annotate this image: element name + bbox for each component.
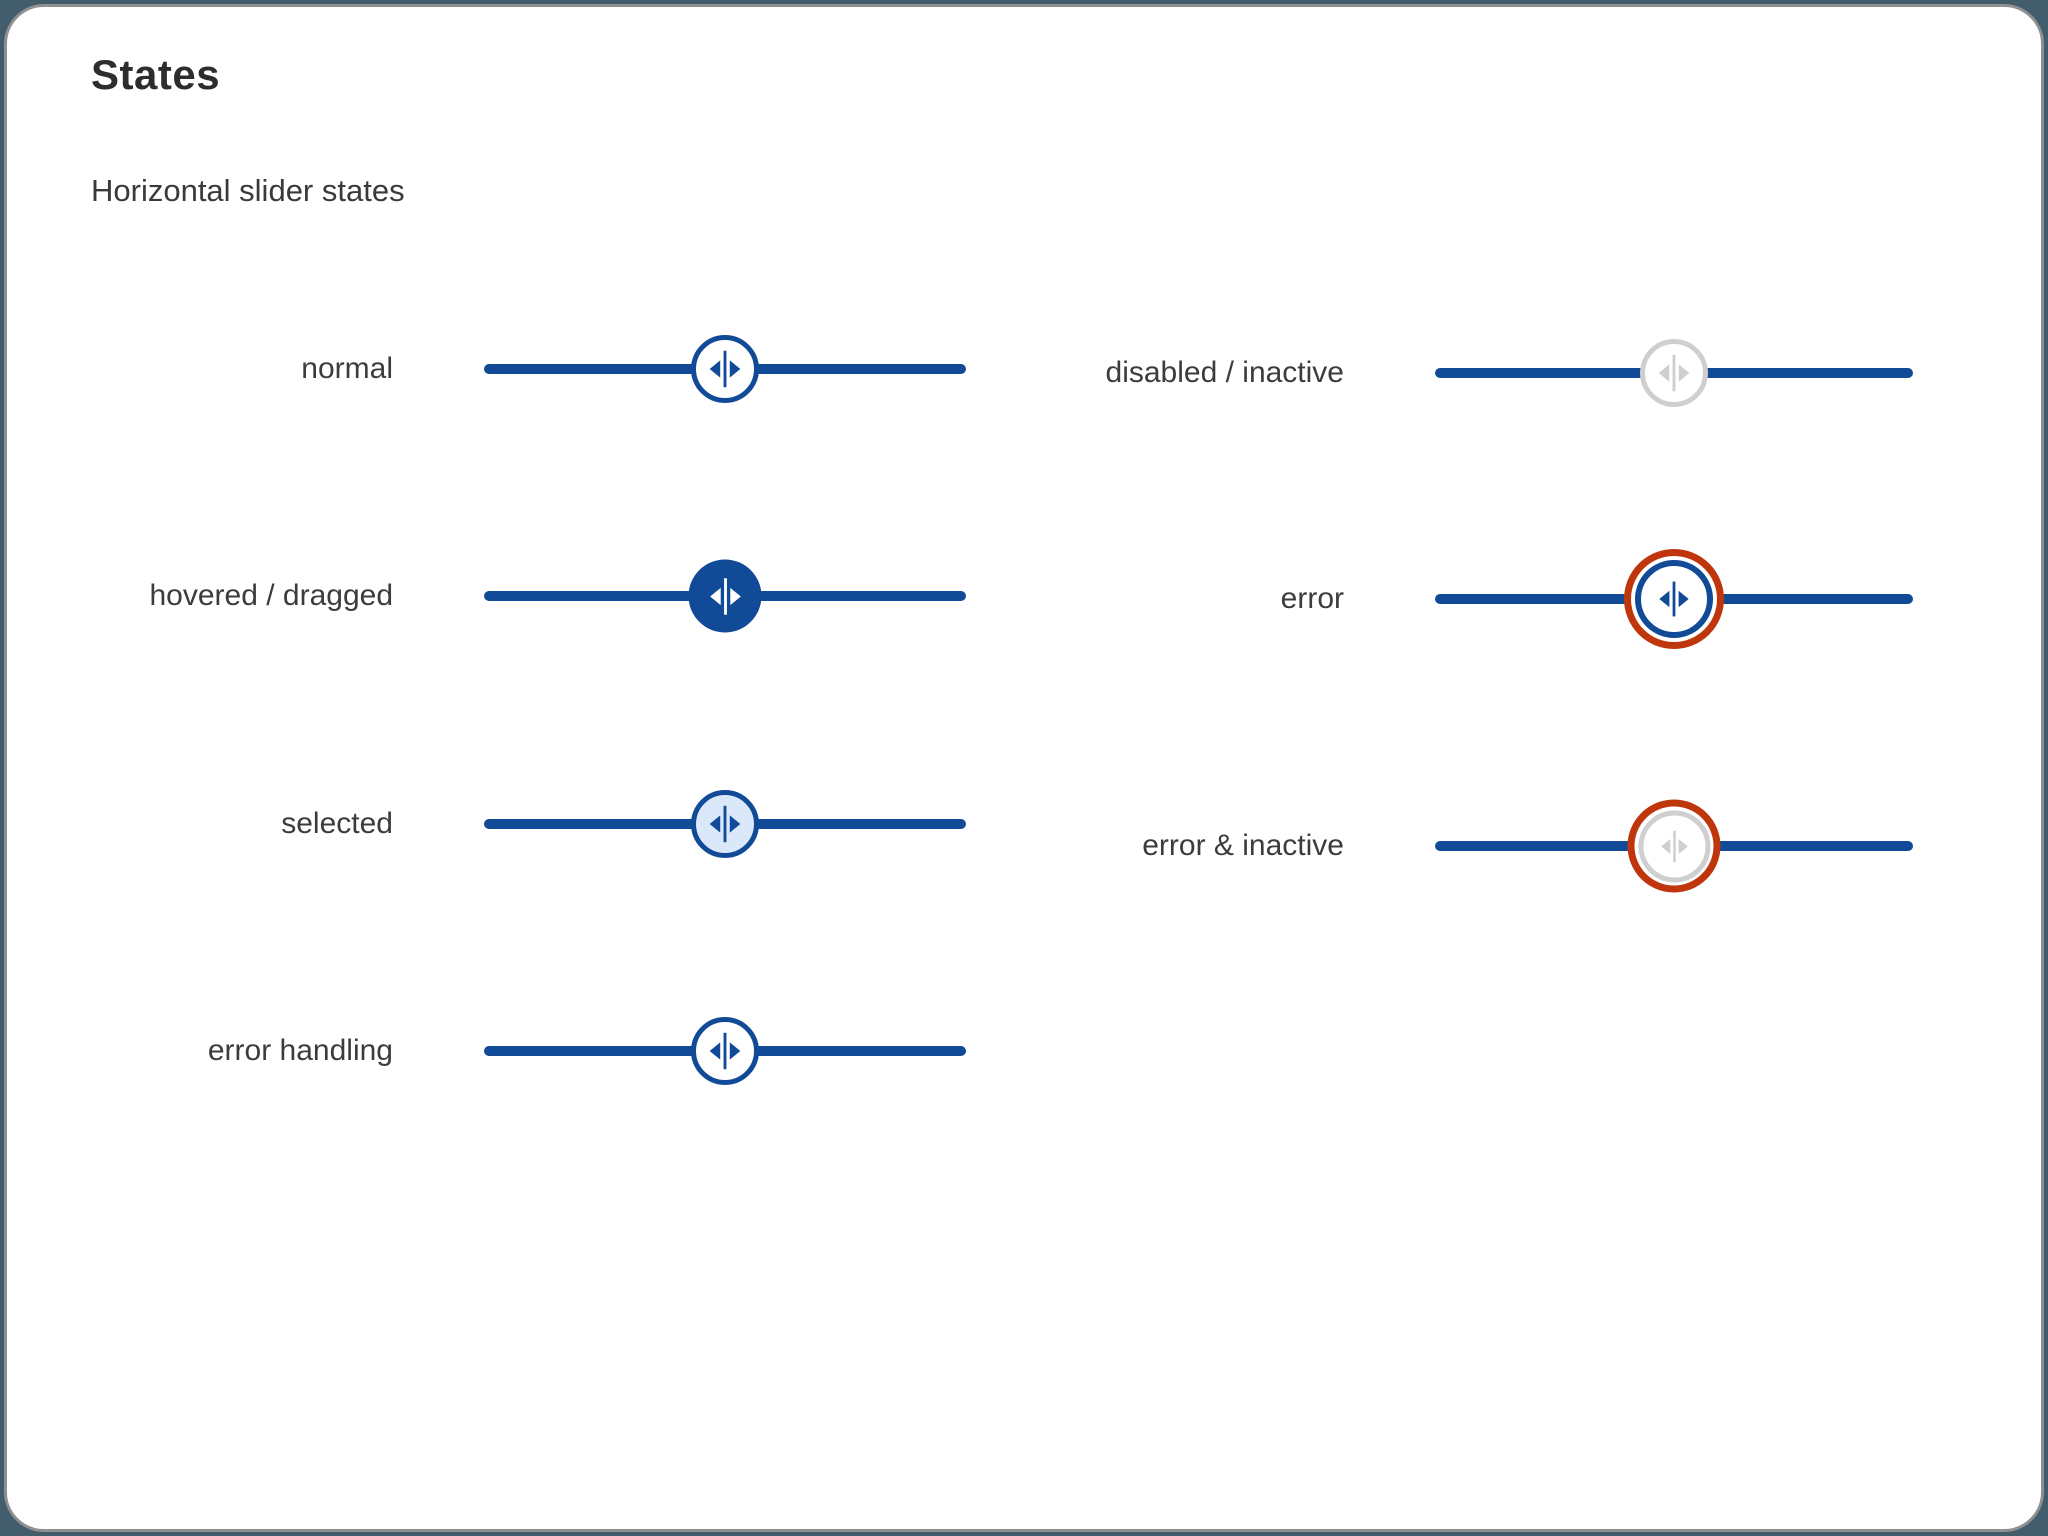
slider-error[interactable] (1435, 544, 1913, 654)
slider-handle[interactable] (691, 1017, 759, 1085)
slider-error-inactive (1435, 791, 1913, 901)
slider-label: error & inactive (1142, 829, 1344, 862)
slider-label: selected (281, 807, 393, 840)
slider-label: error handling (207, 1034, 393, 1067)
slider-label: hovered / dragged (149, 579, 393, 612)
slider-handle[interactable] (1624, 549, 1724, 649)
slider-selected[interactable] (484, 769, 966, 879)
slider-handle (1640, 339, 1708, 407)
horizontal-drag-icon (709, 805, 741, 843)
horizontal-drag-icon (1658, 354, 1690, 392)
slider-handle-inner-ring (1635, 560, 1713, 638)
states-card: States Horizontal slider states normal h… (4, 4, 2044, 1532)
slider-row-normal: normal (91, 314, 966, 424)
slider-label: normal (301, 352, 393, 385)
horizontal-drag-icon (709, 350, 741, 388)
slider-disabled (1435, 318, 1913, 428)
horizontal-drag-icon (709, 1032, 741, 1070)
slider-label: error (1280, 582, 1344, 615)
horizontal-drag-icon (709, 577, 741, 615)
slider-normal[interactable] (484, 314, 966, 424)
slider-row-error-handling: error handling (91, 996, 966, 1106)
slider-handle-inner-ring (1638, 810, 1710, 882)
slider-row-error-inactive: error & inactive (1042, 791, 1913, 901)
slider-row-selected: selected (91, 769, 966, 879)
slider-handle[interactable] (691, 335, 759, 403)
slider-row-error: error (1042, 544, 1913, 654)
horizontal-drag-icon (1660, 830, 1688, 862)
slider-row-hovered: hovered / dragged (91, 541, 966, 651)
page-title: States (91, 51, 221, 98)
slider-error-handling[interactable] (484, 996, 966, 1106)
slider-handle[interactable] (691, 790, 759, 858)
slider-handle (1627, 799, 1721, 893)
slider-label: disabled / inactive (1105, 356, 1344, 389)
slider-handle[interactable] (688, 559, 762, 633)
page-subtitle: Horizontal slider states (91, 173, 405, 208)
slider-hovered[interactable] (484, 541, 966, 651)
slider-row-disabled: disabled / inactive (1042, 318, 1913, 428)
horizontal-drag-icon (1659, 581, 1689, 617)
